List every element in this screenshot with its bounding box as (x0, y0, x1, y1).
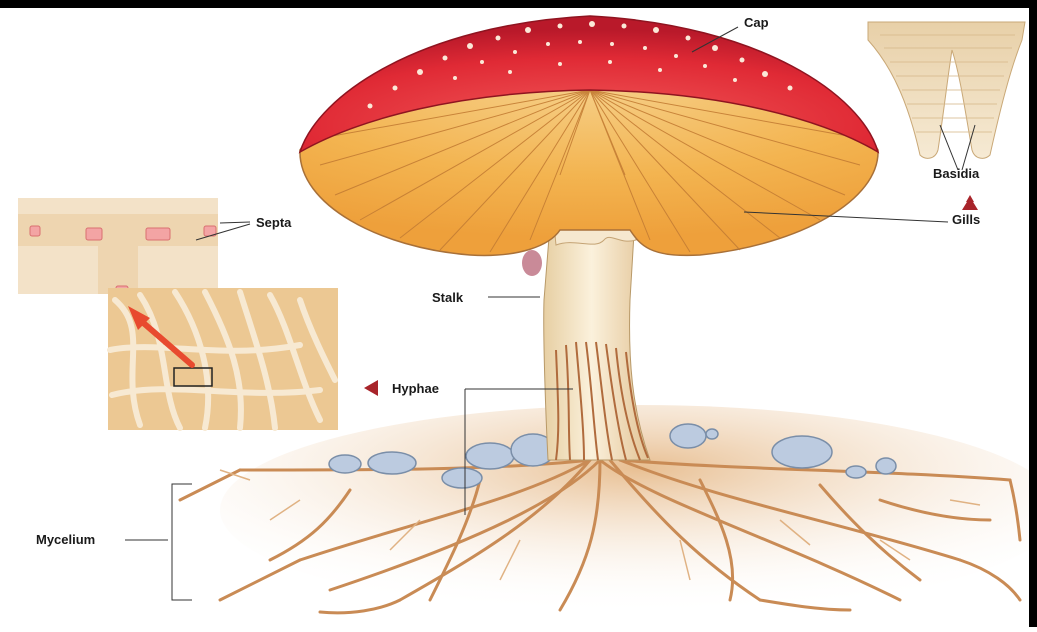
basidia-inset (867, 21, 1026, 159)
septa-inset (18, 198, 338, 431)
label-hyphae: Hyphae (392, 381, 439, 396)
leader-lines (125, 26, 976, 601)
top-border (0, 0, 1037, 8)
label-cap: Cap (744, 15, 769, 30)
label-basidia: Basidia (933, 166, 980, 181)
label-gills: Gills (952, 212, 981, 227)
right-border (1029, 0, 1037, 627)
label-mycelium: Mycelium (36, 532, 96, 547)
hyphae-pointer-icon (364, 380, 378, 396)
label-septa: Septa (256, 215, 292, 230)
mycelium-network (178, 405, 1037, 615)
cap (298, 15, 880, 257)
label-stalk: Stalk (432, 290, 464, 305)
basidia-pointer-icon (962, 195, 978, 210)
